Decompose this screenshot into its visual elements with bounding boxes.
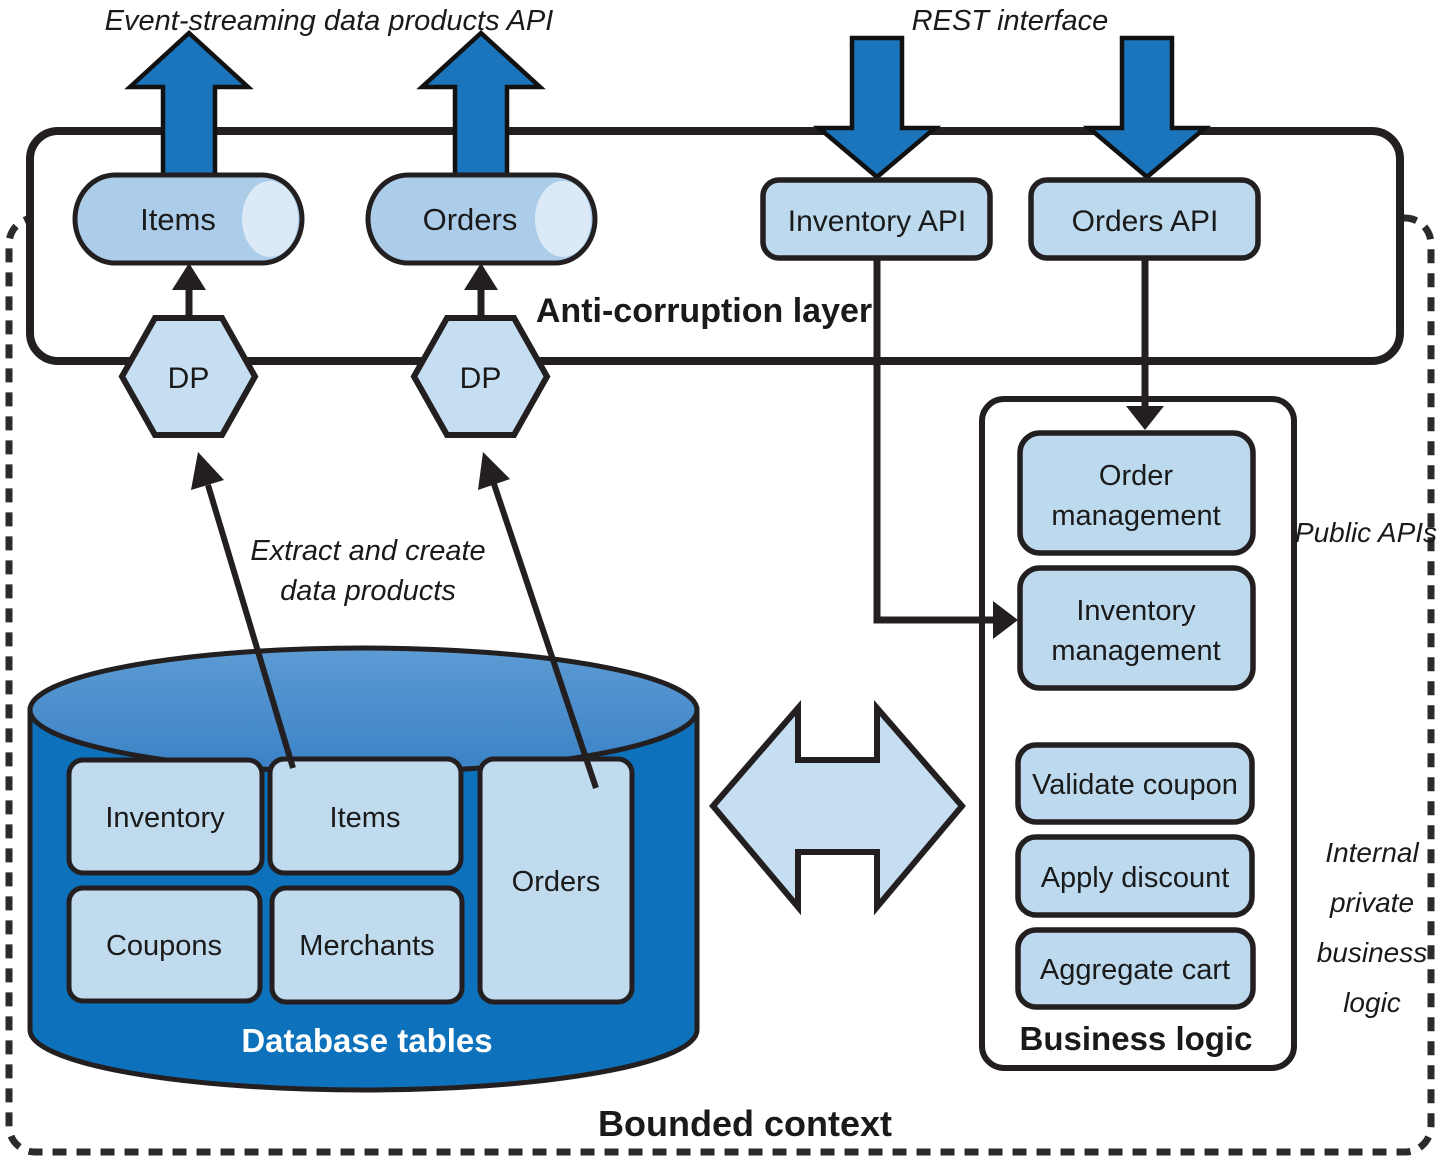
table-coupons-label: Coupons (106, 930, 222, 962)
internal-private-label-4: logic (1343, 987, 1401, 1018)
extract-label-line2: data products (280, 575, 456, 607)
inventory-api-rect (760, 177, 993, 261)
dp-hexagon-2-shape (410, 315, 551, 438)
bounded-context-label: Bounded context (598, 1103, 892, 1144)
orders-cylinder-label: Orders (423, 202, 518, 237)
validate-coupon-box: Validate coupon (1015, 742, 1255, 825)
anti-corruption-layer-label: Anti-corruption layer (536, 292, 872, 330)
inventory-management-label-2: management (1051, 635, 1220, 667)
orders-api-arrowhead (1126, 406, 1164, 430)
inventory-management-rect (1017, 565, 1256, 691)
orders-api-rect (1028, 177, 1261, 261)
items-cylinder-body (72, 172, 305, 266)
extract-arrow-items (191, 452, 296, 769)
orders-cylinder-cap (535, 181, 591, 257)
database-cylinder: Inventory Items Coupons Merchants Orders… (27, 645, 700, 1093)
items-cylinder-cap (242, 181, 298, 257)
table-inventory-label: Inventory (105, 802, 225, 834)
order-management-rect (1017, 430, 1256, 556)
table-coupons-rect (66, 885, 263, 1004)
database-tables-title: Database tables (241, 1022, 492, 1059)
extract-arrow-1-head (191, 452, 224, 490)
internal-private-label-3: business (1317, 937, 1428, 968)
validate-coupon-rect (1015, 742, 1255, 825)
aggregate-cart-label: Aggregate cart (1040, 954, 1230, 986)
order-management-label-2: management (1051, 500, 1220, 532)
inventory-management-box: Inventory management (1017, 565, 1256, 691)
extract-arrow-2-head (478, 452, 510, 490)
apply-discount-box: Apply discount (1015, 834, 1255, 918)
order-management-box: Order management (1017, 430, 1256, 556)
apply-discount-rect (1015, 834, 1255, 918)
table-items-label: Items (330, 802, 401, 834)
extract-arrow-2-line (491, 483, 599, 789)
items-cylinder-label: Items (140, 202, 216, 237)
dp-label-1: DP (168, 362, 210, 395)
apply-discount-label: Apply discount (1041, 862, 1230, 894)
order-management-label-1: Order (1099, 460, 1173, 492)
inventory-management-label-1: Inventory (1076, 595, 1196, 627)
rest-down-arrow-inventory (812, 35, 942, 180)
dp-hexagon-orders: DP (410, 315, 551, 438)
validate-coupon-label: Validate coupon (1032, 769, 1238, 801)
rest-down-arrow-orders (1082, 35, 1212, 180)
extract-label-line1: Extract and create (250, 535, 485, 567)
dp-items-arrowhead (172, 263, 206, 290)
public-apis-label: Public APIs (1295, 517, 1437, 548)
extract-arrow-orders (478, 452, 599, 789)
aggregate-cart-rect (1015, 927, 1256, 1010)
table-merchants-rect (269, 885, 465, 1005)
inventory-api-arrowhead (993, 601, 1018, 639)
dp-hexagon-items: DP (118, 315, 259, 438)
orders-cylinder-body (365, 172, 598, 266)
event-streaming-api-label: Event-streaming data products API (105, 5, 554, 37)
orders-api-box: Orders API (1028, 177, 1261, 261)
business-logic-title: Business logic (1020, 1020, 1253, 1057)
aggregate-cart-box: Aggregate cart (1015, 927, 1256, 1010)
inventory-api-connector-line (873, 258, 995, 624)
rest-interface-label: REST interface (912, 5, 1109, 37)
internal-private-label-2: private (1329, 887, 1414, 918)
dp-hexagon-1-shape (118, 315, 259, 438)
database-top-ellipse (27, 645, 700, 775)
table-orders-label: Orders (512, 866, 601, 898)
extract-arrow-1-line (205, 484, 296, 769)
dp-label-2: DP (460, 362, 502, 395)
dp-orders-arrowhead (464, 263, 498, 290)
internal-private-label-1: Internal (1325, 837, 1419, 868)
table-inventory-rect (66, 757, 265, 876)
inventory-api-box: Inventory API (760, 177, 993, 261)
inventory-api-label: Inventory API (788, 205, 966, 238)
db-business-double-arrow (709, 699, 966, 916)
orders-api-label: Orders API (1072, 205, 1219, 238)
orders-cylinder: Orders (365, 172, 598, 266)
table-orders-rect (477, 756, 635, 1005)
items-cylinder: Items (72, 172, 305, 266)
table-items-rect (267, 756, 464, 876)
table-merchants-label: Merchants (299, 930, 434, 962)
